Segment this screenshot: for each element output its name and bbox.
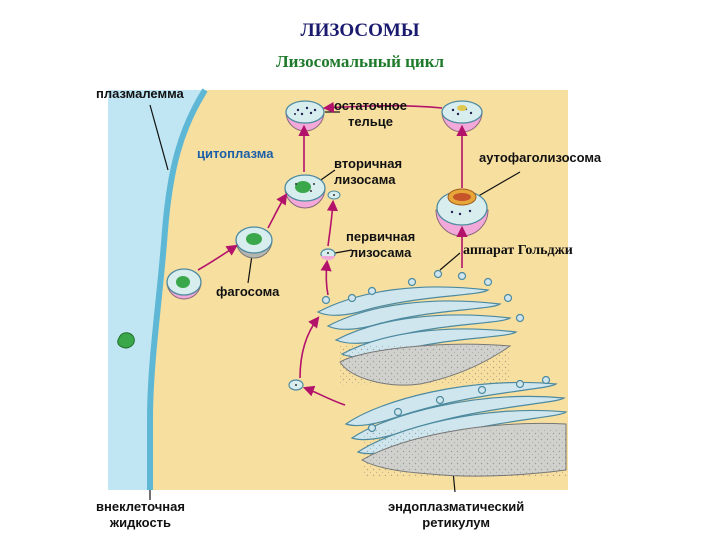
page-title: ЛИЗОСОМЫ [300, 20, 420, 41]
golgi-lumen-dots [340, 345, 510, 385]
label-autophagolysosome: аутофаголизосома [479, 150, 602, 165]
extracellular-fluid-left [108, 90, 205, 490]
secondary-lysosome [284, 174, 341, 209]
phagosome [235, 226, 273, 259]
label-extracellular: внеклеточная жидкость [96, 499, 185, 531]
label-cytoplasm: цитоплазма [197, 146, 274, 161]
arrow-er-to-vesicle [302, 385, 346, 406]
label-primary-line2: лизосама [349, 245, 412, 260]
label-primary-lysosome: первичная лизосама [346, 229, 415, 261]
label-golgi: аппарат Гольджи [463, 243, 573, 258]
phagosome-leader [247, 254, 253, 284]
label-er-line2: ретикулум [422, 515, 490, 530]
label-residual-body-line2: тельце [347, 114, 394, 129]
plasma-membrane [147, 88, 208, 490]
autophagolysosome [435, 188, 489, 237]
primary-lysosome [320, 248, 336, 260]
extracellular-particle [117, 332, 135, 349]
label-primary-line1: первичная [346, 229, 416, 244]
label-extracellular-line1: внеклеточная [96, 499, 185, 514]
label-residual-body-line1: остаточное [334, 98, 407, 113]
label-phagosome: фагосома [216, 284, 280, 299]
residual-body-2 [441, 100, 483, 133]
label-er-line1: эндоплазматический [388, 499, 525, 514]
endocytic-vesicle [166, 268, 202, 300]
arrow-vesicle-to-golgi [299, 316, 320, 379]
arrow-phagosome-to-secondary [267, 193, 288, 229]
arrow-golgi-to-primary [320, 259, 332, 296]
label-secondary-line2: лизосама [334, 172, 396, 187]
label-residual-body: остаточное тельце [334, 98, 407, 130]
transport-vesicle [288, 379, 304, 391]
label-plasmalemma: плазмалемма [96, 86, 184, 101]
page-subtitle: Лизосомальный цикл [275, 52, 445, 71]
label-secondary-lysosome: вторичная лизосама [334, 156, 402, 188]
autophago-leader [474, 171, 521, 199]
primary-leader [334, 249, 353, 254]
er-lumen-dots [362, 428, 566, 476]
arrow-membrane-to-phagosome [197, 244, 238, 271]
arrow-primary-to-secondary [326, 199, 339, 247]
plasmalemma-leader [149, 104, 169, 171]
golgi-apparatus [316, 269, 525, 358]
golgi-leader [439, 252, 461, 271]
label-er: эндоплазматический ретикулум [388, 499, 524, 531]
label-extracellular-line2: жидкость [109, 515, 172, 530]
label-secondary-line1: вторичная [334, 156, 403, 171]
arrow-residual2-to-residual [322, 101, 443, 114]
